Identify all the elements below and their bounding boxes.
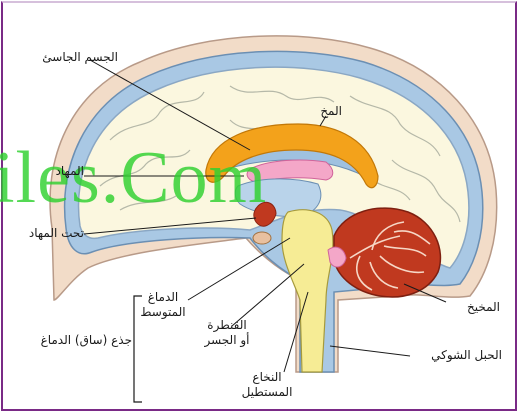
label-medulla-line1: النخاع [236, 370, 298, 385]
label-thalamus: المهاد [36, 164, 84, 179]
pituitary [253, 232, 271, 244]
label-corpus-callosum: الجسم الجاسئ [30, 50, 118, 65]
label-medulla: النخاع المستطيل [236, 370, 298, 400]
label-brainstem: جذع (ساق) الدماغ [8, 333, 132, 348]
label-hypothalamus: تحت المهاد [8, 226, 84, 241]
label-pons-line1: القنطرة [196, 318, 258, 333]
leader-midbrain [188, 238, 290, 300]
leader-pons [232, 264, 304, 326]
leader-spinal-cord [330, 346, 410, 356]
label-cerebrum: المخ [302, 104, 342, 119]
label-medulla-line2: المستطيل [236, 385, 298, 400]
label-midbrain: الدماغ المتوسط [136, 290, 190, 320]
label-spinal-cord: الحبل الشوكي [412, 348, 502, 363]
label-cerebellum: المخيخ [448, 300, 500, 315]
label-pons-line2: أو الجسر [196, 333, 258, 348]
label-midbrain-line1: الدماغ [136, 290, 190, 305]
label-pons: القنطرة أو الجسر [196, 318, 258, 348]
label-midbrain-line2: المتوسط [136, 305, 190, 320]
